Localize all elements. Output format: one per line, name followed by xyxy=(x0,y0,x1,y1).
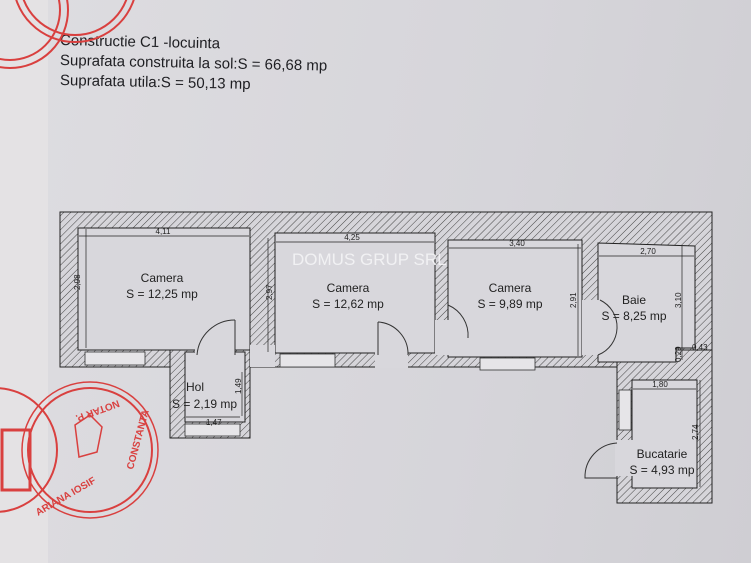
bucatarie-width: 1,80 xyxy=(652,380,668,389)
room-camera-3 xyxy=(447,239,583,358)
stamp-text-city: CONSTANTA xyxy=(125,409,151,471)
windows xyxy=(84,351,632,437)
hol-height: 1,49 xyxy=(234,378,243,394)
hol-name: Hol xyxy=(186,380,204,394)
room-1-width: 4,11 xyxy=(156,227,172,236)
room-3-area: S = 9,89 mp xyxy=(477,297,542,311)
baie-name: Baie xyxy=(622,293,646,307)
room-3-height: 2,91 xyxy=(569,292,578,308)
stamp-crest-icon xyxy=(74,414,103,458)
room-baie xyxy=(597,242,696,363)
room-3-name: Camera xyxy=(489,281,532,295)
dimension-lines xyxy=(79,229,701,487)
hol-width: 1,47 xyxy=(206,418,222,427)
stamp-text-notary: NOTAR P. xyxy=(74,397,121,423)
notary-stamp-top xyxy=(0,0,135,69)
stamp-emblem xyxy=(0,428,32,492)
baie-area: S = 8,25 mp xyxy=(601,309,666,323)
baie-height: 3,10 xyxy=(674,292,683,308)
baie-offset-1: 0,29 xyxy=(674,346,683,362)
room-2-name: Camera xyxy=(327,281,370,295)
room-2-area: S = 12,62 mp xyxy=(312,297,384,311)
doors xyxy=(196,299,618,479)
room-camera-1 xyxy=(77,227,251,351)
bucatarie-area: S = 4,93 mp xyxy=(629,463,694,477)
baie-offset-2: 0,43 xyxy=(692,343,708,352)
room-1-height: 2,98 xyxy=(73,274,82,290)
room-camera-2 xyxy=(274,232,436,354)
room-2-height: 2,97 xyxy=(265,284,274,300)
room-bucatarie xyxy=(631,379,698,489)
room-3-width: 3,40 xyxy=(509,239,525,248)
watermark: DOMUS GRUP SRL xyxy=(292,250,447,269)
bucatarie-height: 2,74 xyxy=(691,424,700,440)
openings xyxy=(195,300,633,476)
baie-width: 2,70 xyxy=(640,247,656,256)
room-1-area: S = 12,25 mp xyxy=(126,287,198,301)
room-2-width: 4,25 xyxy=(344,233,360,242)
room-1-name: Camera xyxy=(141,271,184,285)
room-hol xyxy=(184,351,246,423)
notary-stamp-bottom: CONSTANTA NOTAR P. ARIANA IOSIF xyxy=(0,381,159,519)
hol-area: S = 2,19 mp xyxy=(172,397,237,411)
bucatarie-name: Bucatarie xyxy=(637,447,688,461)
